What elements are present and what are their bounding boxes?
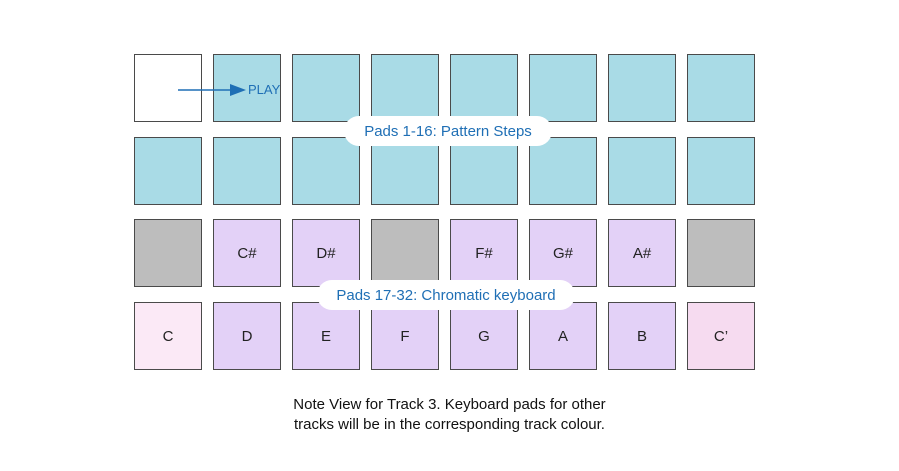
pad-15[interactable] — [608, 137, 676, 205]
pad-14[interactable] — [529, 137, 597, 205]
pad-10[interactable] — [213, 137, 281, 205]
pad-24[interactable] — [687, 219, 755, 287]
pad-19[interactable]: D# — [292, 219, 360, 287]
pad-31[interactable]: B — [608, 302, 676, 370]
chromatic-keyboard-callout: Pads 17-32: Chromatic keyboard — [319, 282, 573, 308]
pad-28[interactable]: F — [371, 302, 439, 370]
pad-20[interactable] — [371, 219, 439, 287]
pad-label: G — [478, 327, 490, 345]
pad-4[interactable] — [371, 54, 439, 122]
pad-32[interactable]: C’ — [687, 302, 755, 370]
pad-label: C — [162, 327, 174, 345]
pad-16[interactable] — [687, 137, 755, 205]
pad-27[interactable]: E — [292, 302, 360, 370]
pad-25[interactable]: C — [134, 302, 202, 370]
pad-29[interactable]: G — [450, 302, 518, 370]
pad-label: F — [400, 327, 410, 345]
pad-23[interactable]: A# — [608, 219, 676, 287]
pad-label: C’ — [713, 327, 729, 345]
pad-12[interactable] — [371, 137, 439, 205]
pad-30[interactable]: A — [529, 302, 597, 370]
pad-5[interactable] — [450, 54, 518, 122]
pad-label: G# — [552, 244, 573, 262]
pad-26[interactable]: D — [213, 302, 281, 370]
pad-22[interactable]: G# — [529, 219, 597, 287]
figure-caption: Note View for Track 3. Keyboard pads for… — [0, 395, 899, 435]
pad-label: E — [320, 327, 331, 345]
pad-6[interactable] — [529, 54, 597, 122]
pad-8[interactable] — [687, 54, 755, 122]
pad-7[interactable] — [608, 54, 676, 122]
pattern-steps-callout: Pads 1-16: Pattern Steps — [346, 118, 550, 144]
pad-label: A# — [632, 244, 652, 262]
pad-label: F# — [475, 244, 493, 262]
caption-line-1: Note View for Track 3. Keyboard pads for… — [293, 396, 606, 413]
pad-label: D# — [316, 244, 336, 262]
caption-line-2: tracks will be in the corresponding trac… — [294, 416, 605, 433]
pad-2[interactable] — [213, 54, 281, 122]
play-arrow-icon — [178, 84, 246, 96]
pad-3[interactable] — [292, 54, 360, 122]
pad-21[interactable]: F# — [450, 219, 518, 287]
pad-18[interactable]: C# — [213, 219, 281, 287]
pad-13[interactable] — [450, 137, 518, 205]
pad-9[interactable] — [134, 137, 202, 205]
pad-1[interactable] — [134, 54, 202, 122]
pad-label: A — [557, 327, 568, 345]
pad-label: B — [636, 327, 647, 345]
pad-17[interactable] — [134, 219, 202, 287]
play-label: PLAY — [248, 82, 281, 97]
pad-11[interactable] — [292, 137, 360, 205]
pad-label: C# — [237, 244, 257, 262]
pad-label: D — [241, 327, 253, 345]
